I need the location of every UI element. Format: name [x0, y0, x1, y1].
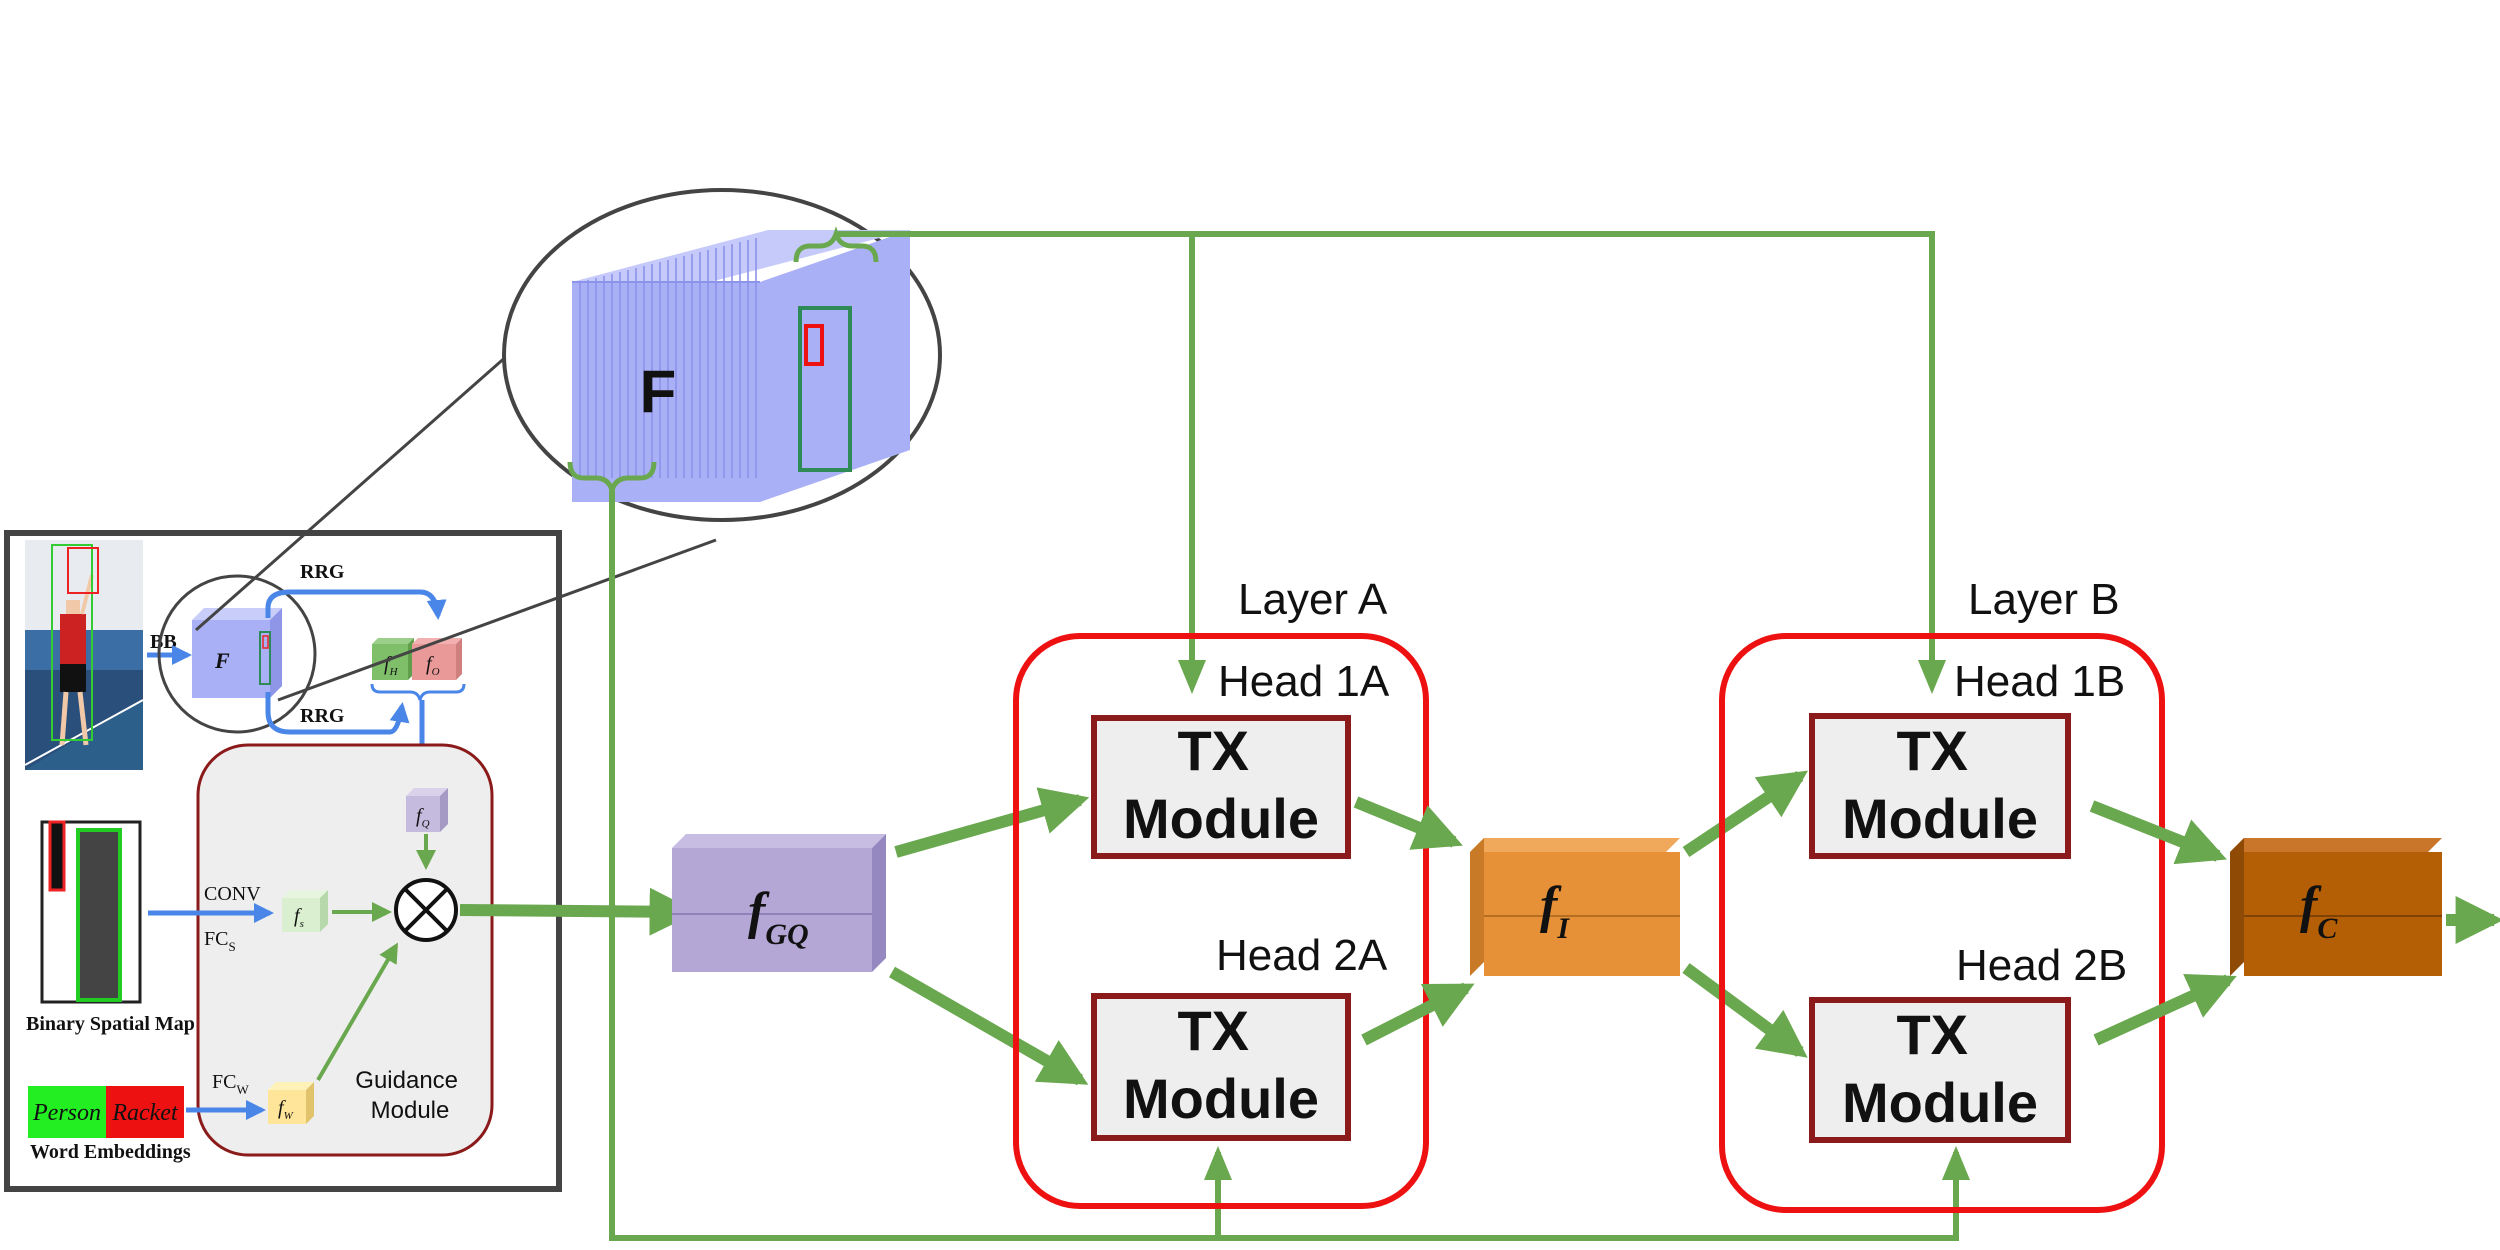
fs-label: f — [294, 905, 302, 927]
tx-2a-line2: Module — [1123, 1067, 1319, 1130]
fcw-sub: W — [236, 1082, 249, 1097]
word-person: Person — [32, 1100, 101, 1126]
layer-b-title: Layer B — [1968, 575, 2120, 624]
svg-text:fO: fO — [426, 653, 440, 678]
fq-label: f — [416, 805, 424, 827]
svg-text:fW: fW — [278, 1097, 294, 1122]
guidance-module-title: Guidance Module — [355, 1067, 464, 1124]
backbone-panel: BB F RRG RRG fH fO — [4, 530, 562, 1192]
guidance-line-2: Module — [371, 1097, 450, 1124]
fq-sub: Q — [422, 818, 430, 830]
multiply-operator-icon — [394, 878, 458, 942]
fw-sub: W — [284, 1110, 294, 1122]
skip-connections — [609, 231, 1959, 1241]
tx-module-2b: TX Module — [1809, 997, 2071, 1143]
feature-map-stack — [572, 230, 910, 502]
conv-label: CONV — [204, 883, 261, 905]
rrg-top-label: RRG — [300, 561, 345, 583]
head-2b-label: Head 2B — [1956, 941, 2127, 990]
fc-block — [2230, 838, 2442, 976]
word-embeddings — [28, 1086, 184, 1138]
fw-label: f — [278, 1097, 286, 1119]
fcw-label: FC — [212, 1071, 236, 1093]
skip-arrowheads — [1178, 660, 1970, 1180]
layer-a: Layer A Head 1A Head 2A TX Module TX Mod… — [1013, 575, 1429, 1209]
fc-sub: C — [2317, 912, 2338, 945]
fi-label: f — [1540, 877, 1562, 934]
layer-a-title: Layer A — [1238, 575, 1388, 624]
head-2a-label: Head 2A — [1216, 931, 1388, 980]
person-photo — [24, 540, 144, 770]
fi-block — [1470, 838, 1680, 976]
guidance-module-box — [196, 743, 494, 1157]
fcs-label: FC — [204, 928, 228, 950]
fo-sub: O — [432, 666, 440, 678]
svg-text:fH: fH — [384, 653, 399, 678]
svg-text:FCW: FCW — [212, 1071, 249, 1097]
tx-2b-line2: Module — [1842, 1071, 2038, 1134]
svg-text:fGQ: fGQ — [748, 883, 809, 951]
fgq-label: f — [748, 883, 770, 940]
tx-2b-line1: TX — [1896, 1003, 1968, 1066]
fh-sub: H — [389, 666, 399, 678]
tx-module-1b: TX Module — [1809, 713, 2071, 859]
feature-block-small — [192, 608, 282, 698]
guidance-line-1: Guidance — [355, 1067, 458, 1094]
svg-text:TX Module: TX Module — [1842, 719, 2038, 850]
word-embeddings-label: Word Embeddings — [30, 1141, 191, 1163]
fs-cube — [282, 890, 328, 932]
tx-module-1a: TX Module — [1091, 715, 1351, 859]
fi-sub: I — [1556, 912, 1570, 945]
svg-text:fs: fs — [294, 905, 304, 930]
fq-cube — [406, 788, 448, 832]
tx-2a-line1: TX — [1177, 999, 1249, 1062]
bb-label: BB — [150, 631, 177, 653]
tx-1b-line2: Module — [1842, 787, 2038, 850]
svg-text:fI: fI — [1540, 877, 1570, 945]
fw-cube — [268, 1082, 314, 1124]
head-1a-label: Head 1A — [1218, 657, 1390, 706]
tx-1a-line2: Module — [1123, 787, 1319, 850]
feature-map-label: F — [640, 358, 677, 425]
fc-label: f — [2300, 877, 2322, 934]
f-small-label: F — [214, 648, 230, 673]
fo-label: f — [426, 653, 434, 675]
binary-spatial-map-label: Binary Spatial Map — [26, 1013, 195, 1035]
fo-cube — [412, 638, 462, 680]
svg-text:TX Module: TX Module — [1123, 999, 1319, 1130]
fcs-sub: S — [228, 939, 235, 954]
fh-label: f — [384, 653, 392, 675]
layer-b: Layer B Head 1B Head 2B TX Module TX Mod… — [1719, 575, 2165, 1213]
tx-1b-line1: TX — [1896, 719, 1968, 782]
svg-text:fC: fC — [2300, 877, 2338, 945]
rrg-bottom-label: RRG — [300, 705, 345, 727]
fs-sub: s — [300, 918, 304, 930]
fgq-sub: GQ — [765, 918, 808, 951]
svg-text:FCS: FCS — [204, 928, 236, 954]
tx-module-2a: TX Module — [1091, 993, 1351, 1141]
word-racket: Racket — [111, 1100, 179, 1126]
binary-spatial-map — [40, 820, 142, 1004]
head-1b-label: Head 1B — [1954, 657, 2125, 706]
tx-1a-line1: TX — [1177, 719, 1249, 782]
svg-text:fQ: fQ — [416, 805, 430, 830]
fgq-block — [672, 834, 886, 972]
svg-text:TX Module: TX Module — [1842, 1003, 2038, 1134]
svg-text:TX Module: TX Module — [1123, 719, 1319, 850]
